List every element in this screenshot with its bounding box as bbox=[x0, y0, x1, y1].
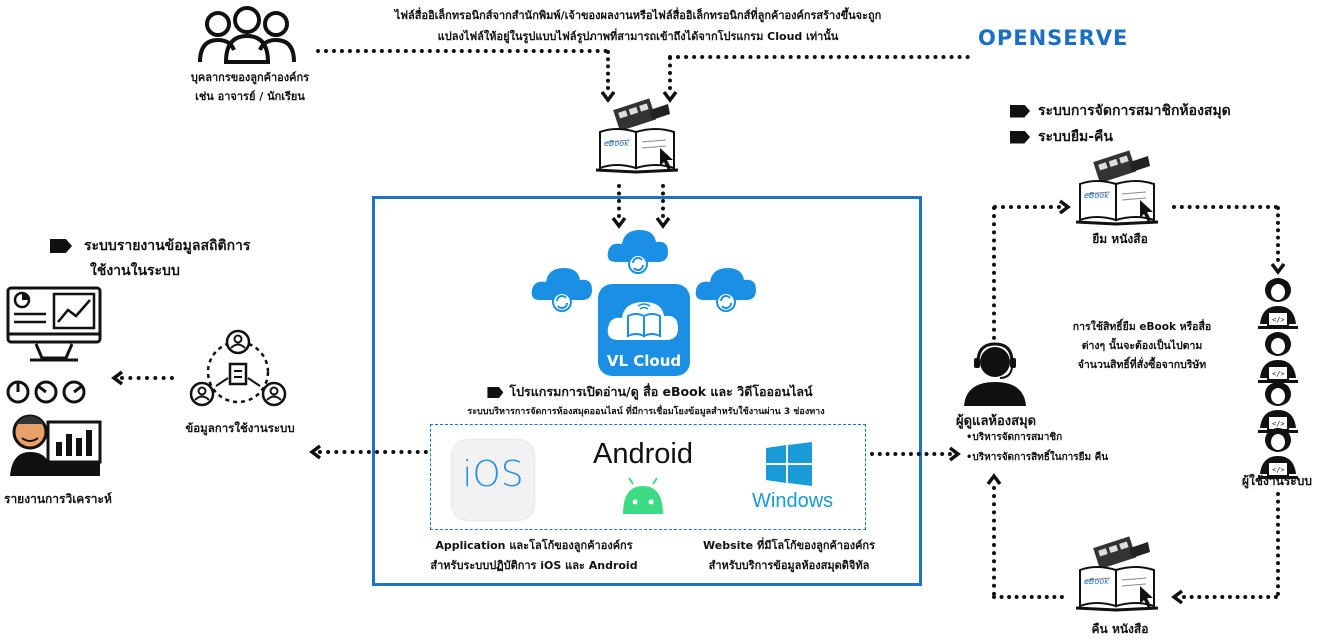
stats-title-line1: ระบบรายงานข้อมูลสถิติการ bbox=[84, 238, 251, 254]
connector-frame-usage bbox=[318, 450, 428, 454]
rights-line1: การใช้สิทธิ์ยืม eBook หรือสื่อ bbox=[1072, 321, 1212, 333]
user-icon bbox=[1257, 331, 1299, 384]
channels-box bbox=[430, 424, 866, 530]
ios-label: iOS bbox=[462, 454, 524, 495]
tag-icon bbox=[1010, 130, 1030, 144]
analyst-icon bbox=[6, 380, 102, 476]
openserve-logo-text: OPENSERVE bbox=[978, 26, 1129, 50]
connector-openserve-left bbox=[668, 55, 970, 59]
connector-ebook-cloud-right bbox=[661, 184, 665, 218]
source-text-line1: ไฟล์สื่ออิเล็กทรอนิกส์จากสำนักพิมพ์/เจ้า… bbox=[394, 9, 882, 22]
program-title: โปรแกรมการเปิดอ่าน/ดู สื่อ eBook และ วิด… bbox=[380, 382, 920, 402]
app-caption: Application และโลโก้ของลูกค้าองค์กร สำหร… bbox=[404, 536, 664, 576]
admin-headset-icon bbox=[964, 342, 1026, 406]
rights-note: การใช้สิทธิ์ยืม eBook หรือสื่อ ต่างๆ นั้… bbox=[1042, 318, 1242, 375]
admin-duty1: •บริหารจัดการสมาชิก bbox=[966, 432, 1063, 443]
windows-label: Windows bbox=[752, 490, 834, 512]
vl-cloud-frame bbox=[372, 196, 922, 586]
connector-to-return bbox=[1182, 595, 1278, 599]
connector-people-right bbox=[316, 49, 608, 53]
cloud-sync-icon bbox=[530, 267, 593, 312]
program-title-text: โปรแกรมการเปิดอ่าน/ดู สื่อ eBook และ วิด… bbox=[509, 384, 813, 399]
cloud-sync-icon bbox=[606, 229, 669, 274]
people-label-line2: เช่น อาจารย์ / นักเรียน bbox=[195, 90, 305, 103]
admin-label: ผู้ดูแลห้องสมุด bbox=[956, 414, 1037, 429]
web-caption-line2: สำหรับบริการข้อมูลห้องสมุดดิจิทัล bbox=[708, 559, 870, 572]
android-logo: Android bbox=[578, 438, 708, 522]
arrowhead-down-icon bbox=[1270, 262, 1286, 275]
arrowhead-left-icon bbox=[1171, 589, 1184, 605]
ebook-return-icon bbox=[1074, 534, 1160, 612]
right-systems: ระบบการจัดการสมาชิกห้องสมุด ระบบยืม-คืน bbox=[1010, 98, 1330, 150]
arrowhead-down-icon bbox=[655, 216, 671, 229]
connector-usage-analysis bbox=[120, 376, 174, 380]
system2-label: ระบบยืม-คืน bbox=[1038, 129, 1113, 145]
dashboard-monitor-icon bbox=[6, 286, 102, 362]
vl-cloud-label: VL Cloud bbox=[606, 352, 682, 370]
arrowhead-down-icon bbox=[611, 216, 627, 229]
arrowhead-down-icon bbox=[600, 90, 616, 103]
tag-icon bbox=[1010, 104, 1030, 118]
arrowhead-left-icon bbox=[309, 444, 322, 460]
arrowhead-right-icon bbox=[1058, 199, 1071, 215]
windows-icon bbox=[766, 442, 812, 486]
data-network-icon bbox=[189, 329, 287, 407]
stats-title: ระบบรายงานข้อมูลสถิติการ ใช้งานในระบบ bbox=[50, 234, 350, 284]
android-robot-icon bbox=[623, 477, 663, 514]
people-group-icon bbox=[192, 6, 302, 68]
web-caption-line1: Website ที่มีโลโก้ของลูกค้าองค์กร bbox=[703, 539, 875, 552]
windows-logo: Windows bbox=[752, 440, 852, 520]
connector-return-up bbox=[992, 486, 996, 596]
cloud-sync-icon bbox=[694, 267, 757, 312]
connector-frame-admin bbox=[870, 452, 952, 456]
stats-title-line2: ใช้งานในระบบ bbox=[90, 263, 180, 279]
connector-borrow-down bbox=[1276, 206, 1280, 262]
arrowhead-up-icon bbox=[986, 473, 1002, 486]
usage-data-label: ข้อมูลการใช้งานระบบ bbox=[185, 421, 295, 435]
source-description: ไฟล์สื่ออิเล็กทรอนิกส์จากสำนักพิมพ์/เจ้า… bbox=[298, 5, 978, 47]
rights-line2: ต่างๆ นั้นจะต้องเป็นไปตาม bbox=[1081, 340, 1203, 352]
admin-duty2: •บริหารจัดการสิทธิ์ในการยืม คืน bbox=[966, 452, 1109, 463]
connector-return-left bbox=[992, 595, 1064, 599]
arrowhead-left-icon bbox=[111, 370, 124, 386]
web-caption: Website ที่มีโลโก้ของลูกค้าองค์กร สำหรับ… bbox=[664, 536, 914, 576]
connector-people-down bbox=[606, 50, 610, 90]
ebook-icon bbox=[594, 96, 680, 174]
arrowhead-down-icon bbox=[662, 90, 678, 103]
return-label: คืน หนังสือ bbox=[1091, 622, 1149, 636]
system1-label: ระบบการจัดการสมาชิกห้องสมุด bbox=[1038, 103, 1231, 119]
android-label: Android bbox=[593, 438, 693, 470]
arrowhead-right-icon bbox=[948, 446, 961, 462]
rights-line3: จำนวนสิทธิ์ที่สั่งซื้อจากบริษัท bbox=[1077, 359, 1207, 371]
tag-icon bbox=[50, 239, 72, 253]
app-caption-line2: สำหรับระบบปฏิบัติการ iOS และ Android bbox=[430, 559, 638, 572]
people-label: บุคลากรของลูกค้าองค์กร เช่น อาจารย์ / นั… bbox=[160, 68, 340, 106]
vl-cloud-app-icon: VL Cloud bbox=[598, 284, 690, 376]
people-label-line1: บุคลากรของลูกค้าองค์กร bbox=[190, 71, 310, 84]
connector-ebook-cloud-left bbox=[617, 184, 621, 218]
connector-to-borrow bbox=[993, 205, 1061, 209]
ebook-borrow-icon bbox=[1074, 148, 1160, 226]
tag-icon bbox=[487, 387, 504, 398]
connector-borrow-right bbox=[1172, 205, 1278, 209]
connector-admin-up bbox=[992, 206, 996, 340]
user-icon bbox=[1257, 277, 1299, 330]
openserve-logo: OPENSERVE bbox=[978, 26, 1158, 52]
program-subtitle: ระบบบริหารการจัดการห้องสมุดออนไลน์ ที่มี… bbox=[467, 407, 825, 417]
app-caption-line1: Application และโลโก้ของลูกค้าองค์กร bbox=[435, 539, 633, 552]
source-text-line2: แปลงไฟล์ให้อยู่ในรูปแบบไฟล์รูปภาพที่สามา… bbox=[437, 30, 839, 43]
ios-icon: iOS bbox=[452, 440, 534, 520]
users-label: ผู้ใช้งานระบบ bbox=[1242, 474, 1312, 488]
analysis-label: รายงานการวิเคราะห์ bbox=[4, 492, 112, 506]
borrow-label: ยืม หนังสือ bbox=[1092, 232, 1148, 246]
connector-openserve-down bbox=[668, 56, 672, 90]
connector-users-down bbox=[1276, 492, 1280, 596]
